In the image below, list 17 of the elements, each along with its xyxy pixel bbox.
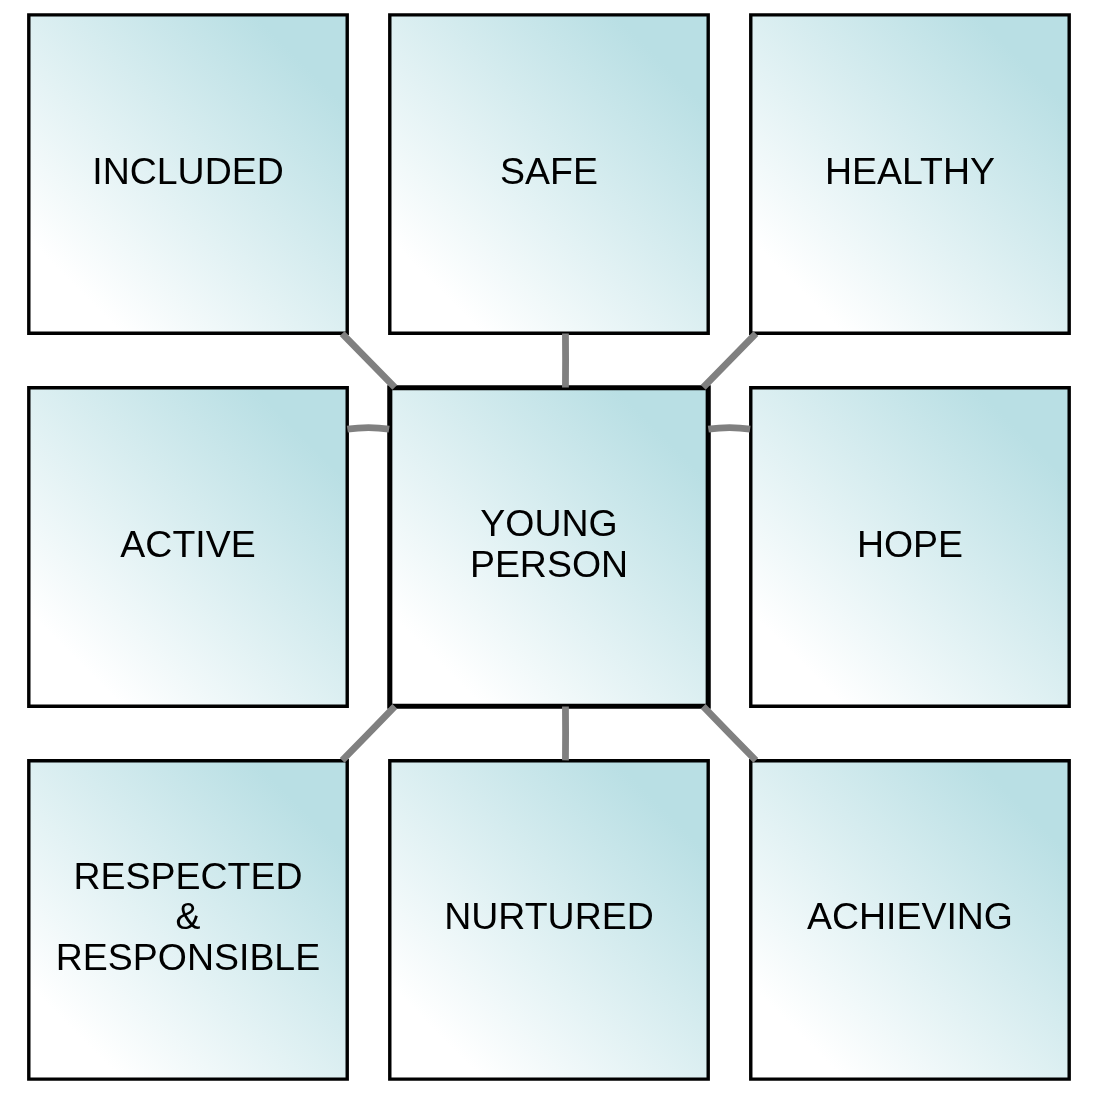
node-box: INCLUDED	[27, 13, 349, 335]
connector	[562, 333, 569, 388]
node-box: RESPECTED & RESPONSIBLE	[27, 759, 349, 1081]
connector	[346, 424, 390, 433]
connector	[562, 706, 569, 761]
connector	[339, 704, 398, 763]
node-box: ACTIVE	[27, 386, 349, 708]
connector	[339, 331, 398, 390]
node-box: HEALTHY	[749, 13, 1071, 335]
connector	[700, 704, 759, 763]
node-box: ACHIEVING	[749, 759, 1071, 1081]
connector	[700, 331, 759, 390]
node-box: YOUNG PERSON	[387, 385, 711, 709]
node-box: NURTURED	[388, 759, 710, 1081]
node-box: HOPE	[749, 386, 1071, 708]
node-box: SAFE	[388, 13, 710, 335]
connector	[707, 424, 751, 433]
